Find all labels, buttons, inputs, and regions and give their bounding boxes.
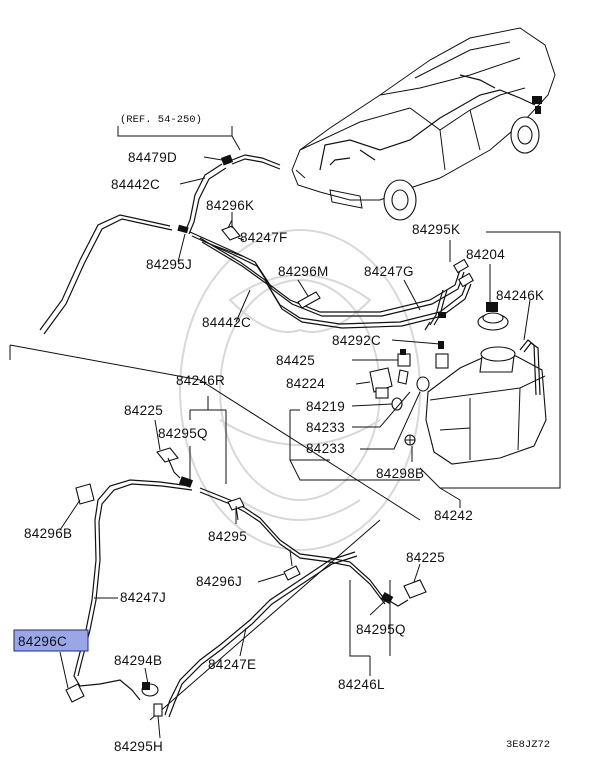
label-84233-b: 84233: [306, 441, 345, 456]
label-84246L: 84246L: [338, 677, 385, 692]
label-84246K: 84246K: [496, 288, 544, 303]
label-84219: 84219: [306, 399, 345, 414]
label-84247J: 84247J: [120, 590, 166, 605]
label-84296K: 84296K: [206, 198, 254, 213]
upper-hoses: [39, 154, 474, 335]
label-84295K: 84295K: [412, 222, 460, 237]
label-84292C: 84292C: [332, 333, 381, 348]
boundary-line-left: [9, 344, 201, 381]
diagram-code: 3E8JZ72: [506, 739, 550, 751]
washer-tank: [369, 302, 547, 465]
label-84225-right: 84225: [406, 550, 445, 565]
highlight-box-84296C: [13, 629, 89, 652]
label-84442C-mid: 84442C: [202, 315, 251, 330]
label-84296J: 84296J: [196, 574, 242, 589]
label-84425: 84425: [276, 353, 315, 368]
label-84295: 84295: [208, 529, 247, 544]
lower-hoses: [65, 447, 427, 718]
label-84294B: 84294B: [114, 653, 162, 668]
reference-bracket: [117, 126, 233, 137]
label-84224: 84224: [286, 376, 325, 391]
label-84295H: 84295H: [114, 739, 163, 754]
label-84247G: 84247G: [364, 264, 414, 279]
label-84204: 84204: [466, 247, 505, 262]
bracket-84242: [419, 231, 561, 489]
leader-lines: [59, 156, 531, 739]
reference-label: (REF. 54-250): [120, 114, 202, 126]
label-84296C[interactable]: 84296C: [18, 634, 67, 649]
boundary-line-mid: [199, 379, 421, 521]
label-84298B: 84298B: [376, 466, 424, 481]
label-84442C-top: 84442C: [111, 177, 160, 192]
label-84479D: 84479D: [128, 150, 177, 165]
label-84295Q-top: 84295Q: [158, 426, 208, 441]
label-84296B: 84296B: [24, 526, 72, 541]
label-84296M: 84296M: [278, 264, 329, 279]
label-84247E: 84247E: [208, 657, 256, 672]
car-illustration: [291, 27, 556, 221]
label-84246R: 84246R: [176, 373, 225, 388]
label-84242: 84242: [434, 508, 473, 523]
label-84295Q-bottom: 84295Q: [356, 622, 406, 637]
label-84247F: 84247F: [240, 230, 288, 245]
label-84233-a: 84233: [306, 420, 345, 435]
label-84295J: 84295J: [146, 257, 192, 272]
pump-84425: [397, 353, 411, 367]
label-84225-left: 84225: [124, 403, 163, 418]
